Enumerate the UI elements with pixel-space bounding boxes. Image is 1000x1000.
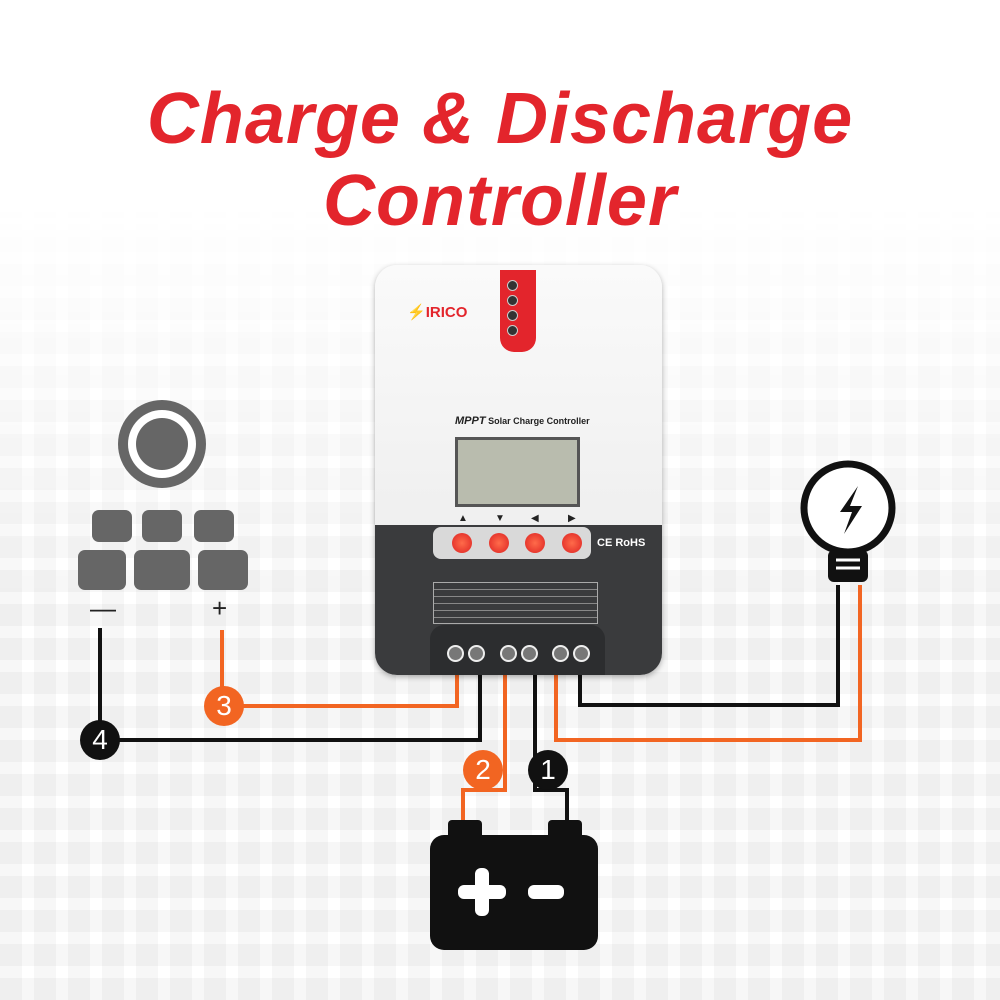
model-label: MPPT Solar Charge Controller xyxy=(455,415,590,427)
label-1: 1 xyxy=(528,750,568,790)
wire-4-black xyxy=(98,628,482,742)
solar-panel-icon xyxy=(78,510,248,590)
wire-1-black xyxy=(533,675,569,825)
label-3: 3 xyxy=(204,686,244,726)
arrow-left-icon: ◀ xyxy=(531,513,539,524)
panel-plus-label: + xyxy=(212,593,228,623)
arrow-right-icon: ▶ xyxy=(568,513,576,524)
wire-load-orange xyxy=(554,585,862,742)
status-leds xyxy=(500,270,536,352)
spec-label xyxy=(433,582,598,624)
wire-2-orange xyxy=(461,675,507,825)
certification-marks: CE RoHS xyxy=(597,537,646,549)
button-right[interactable] xyxy=(562,533,582,553)
panel-minus-label: — xyxy=(90,593,116,623)
label-2: 2 xyxy=(463,750,503,790)
arrow-up-icon: ▲ xyxy=(458,513,468,524)
lcd-screen xyxy=(455,437,580,507)
control-buttons xyxy=(433,527,591,559)
battery-icon xyxy=(430,820,598,950)
light-bulb-icon xyxy=(800,460,896,582)
button-left[interactable] xyxy=(525,533,545,553)
wire-3-orange xyxy=(220,630,459,708)
arrow-down-icon: ▼ xyxy=(495,513,505,524)
button-down[interactable] xyxy=(489,533,509,553)
button-up[interactable] xyxy=(452,533,472,553)
label-4: 4 xyxy=(80,720,120,760)
brand-logo: ⚡IRICO xyxy=(407,304,468,321)
charge-controller: ⚡IRICO MPPT Solar Charge Controller ▲ ▼ … xyxy=(375,265,662,675)
page-title: Charge & Discharge Controller xyxy=(146,79,854,241)
terminal-block xyxy=(430,625,605,675)
sun-icon xyxy=(118,400,206,488)
wire-load-black xyxy=(578,585,840,707)
